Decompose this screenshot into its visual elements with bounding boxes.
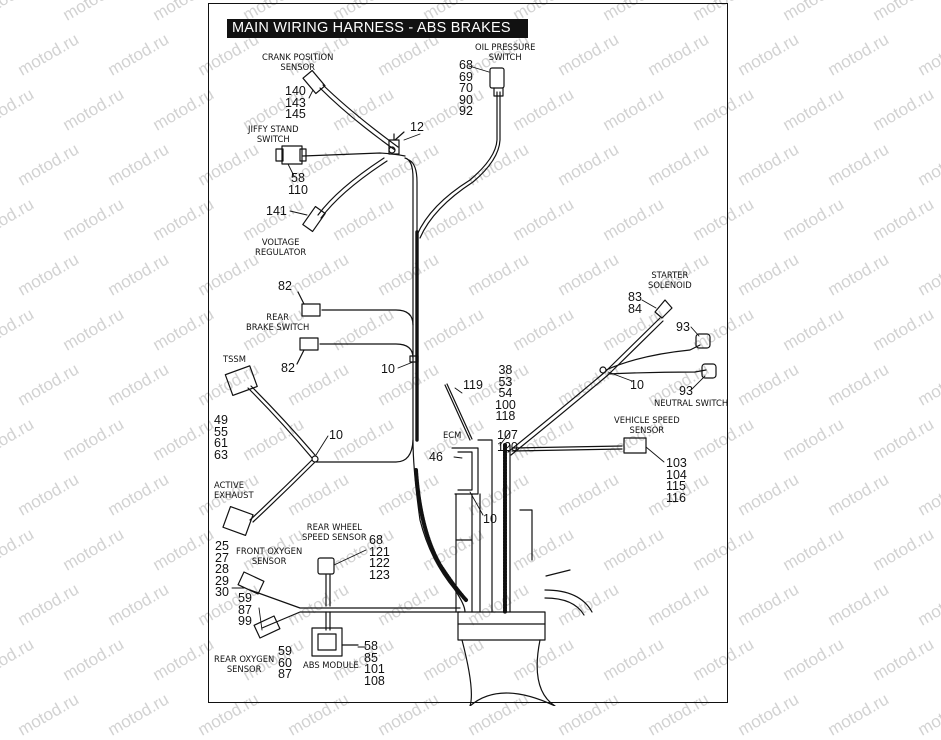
callout-46: 46 bbox=[429, 450, 443, 464]
rear-brake-switch-label: REAR BRAKE SWITCH bbox=[246, 312, 310, 332]
callout-93-bottom: 93 bbox=[679, 384, 693, 398]
crank-position-label: CRANK POSITION SENSOR bbox=[262, 52, 334, 72]
callout-crank: 140 143 145 bbox=[285, 84, 306, 121]
callout-rear-wheel: 68 121 122 123 bbox=[369, 533, 390, 582]
callout-vreg: 141 bbox=[266, 204, 287, 218]
callout-119: 119 bbox=[463, 378, 483, 392]
tssm-label: TSSM bbox=[223, 354, 246, 364]
voltage-regulator-label: VOLTAGE REGULATOR bbox=[255, 237, 307, 257]
main-trunk bbox=[315, 157, 468, 613]
callout-brake-bottom: 82 bbox=[281, 361, 295, 375]
callout-93-top: 93 bbox=[676, 320, 690, 334]
callout-jiffy: 58 110 bbox=[288, 171, 308, 197]
callout-ecm-right: 38 53 54 100 118 bbox=[495, 363, 516, 423]
tssm-exhaust-wires bbox=[222, 365, 319, 537]
callout-abs: 58 85 101 108 bbox=[364, 639, 385, 688]
callout-12: 12 bbox=[410, 120, 424, 134]
callout-starter: 83 84 bbox=[628, 290, 642, 316]
front-oxygen-sensor-label: FRONT OXYGEN SENSOR bbox=[236, 546, 303, 566]
lower-branch-wires bbox=[237, 557, 461, 639]
vss-wire bbox=[511, 437, 647, 454]
abs-module-label: ABS MODULE bbox=[303, 660, 359, 670]
callout-active-exhaust: 25 27 28 29 30 bbox=[215, 539, 229, 599]
ecm-module bbox=[444, 383, 493, 613]
callout-vss: 103 104 115 116 bbox=[666, 456, 687, 505]
diagram-title: MAIN WIRING HARNESS - ABS BRAKES bbox=[227, 19, 528, 38]
clip-12 bbox=[388, 131, 405, 155]
frame-bottom bbox=[457, 569, 593, 706]
callout-10-left: 10 bbox=[329, 428, 343, 442]
rear-wheel-speed-sensor-label: REAR WHEEL SPEED SENSOR bbox=[302, 522, 367, 542]
callout-10-ecm: 10 bbox=[483, 512, 497, 526]
callout-tssm: 49 55 61 63 bbox=[214, 413, 228, 462]
callout-ecm-107: 107 120 bbox=[497, 428, 518, 454]
vehicle-speed-sensor-label: VEHICLE SPEED SENSOR bbox=[614, 415, 680, 435]
callout-rear-o2: 59 60 87 bbox=[278, 644, 292, 681]
active-exhaust-label: ACTIVE EXHAUST bbox=[214, 480, 254, 500]
voltage-regulator-wire bbox=[302, 157, 388, 233]
jiffy-stand-label: JIFFY STAND SWITCH bbox=[248, 124, 299, 144]
oil-pressure-label: OIL PRESSURE SWITCH bbox=[475, 42, 536, 62]
page-border bbox=[208, 3, 728, 703]
callout-brake-top: 82 bbox=[278, 279, 292, 293]
oil-pressure-wire bbox=[416, 67, 505, 239]
starter-solenoid-label: STARTER SOLENOID bbox=[648, 270, 692, 290]
callout-10-center: 10 bbox=[381, 362, 395, 376]
ecm-label: ECM bbox=[443, 430, 462, 440]
leader-lines bbox=[231, 65, 706, 648]
callout-10-right: 10 bbox=[630, 378, 644, 392]
rear-oxygen-sensor-label: REAR OXYGEN SENSOR bbox=[214, 654, 275, 674]
crank-sensor-wire bbox=[302, 69, 399, 154]
callout-oil: 68 69 70 90 92 bbox=[459, 58, 473, 118]
abs-module bbox=[311, 627, 359, 657]
wiring-drawing bbox=[222, 65, 717, 706]
starter-branch bbox=[507, 299, 717, 456]
rear-brake-wires bbox=[296, 291, 419, 365]
neutral-switch-label: NEUTRAL SWITCH bbox=[654, 398, 729, 408]
callout-front-o2: 59 87 99 bbox=[238, 591, 252, 628]
ecm-right-harness bbox=[503, 443, 533, 614]
